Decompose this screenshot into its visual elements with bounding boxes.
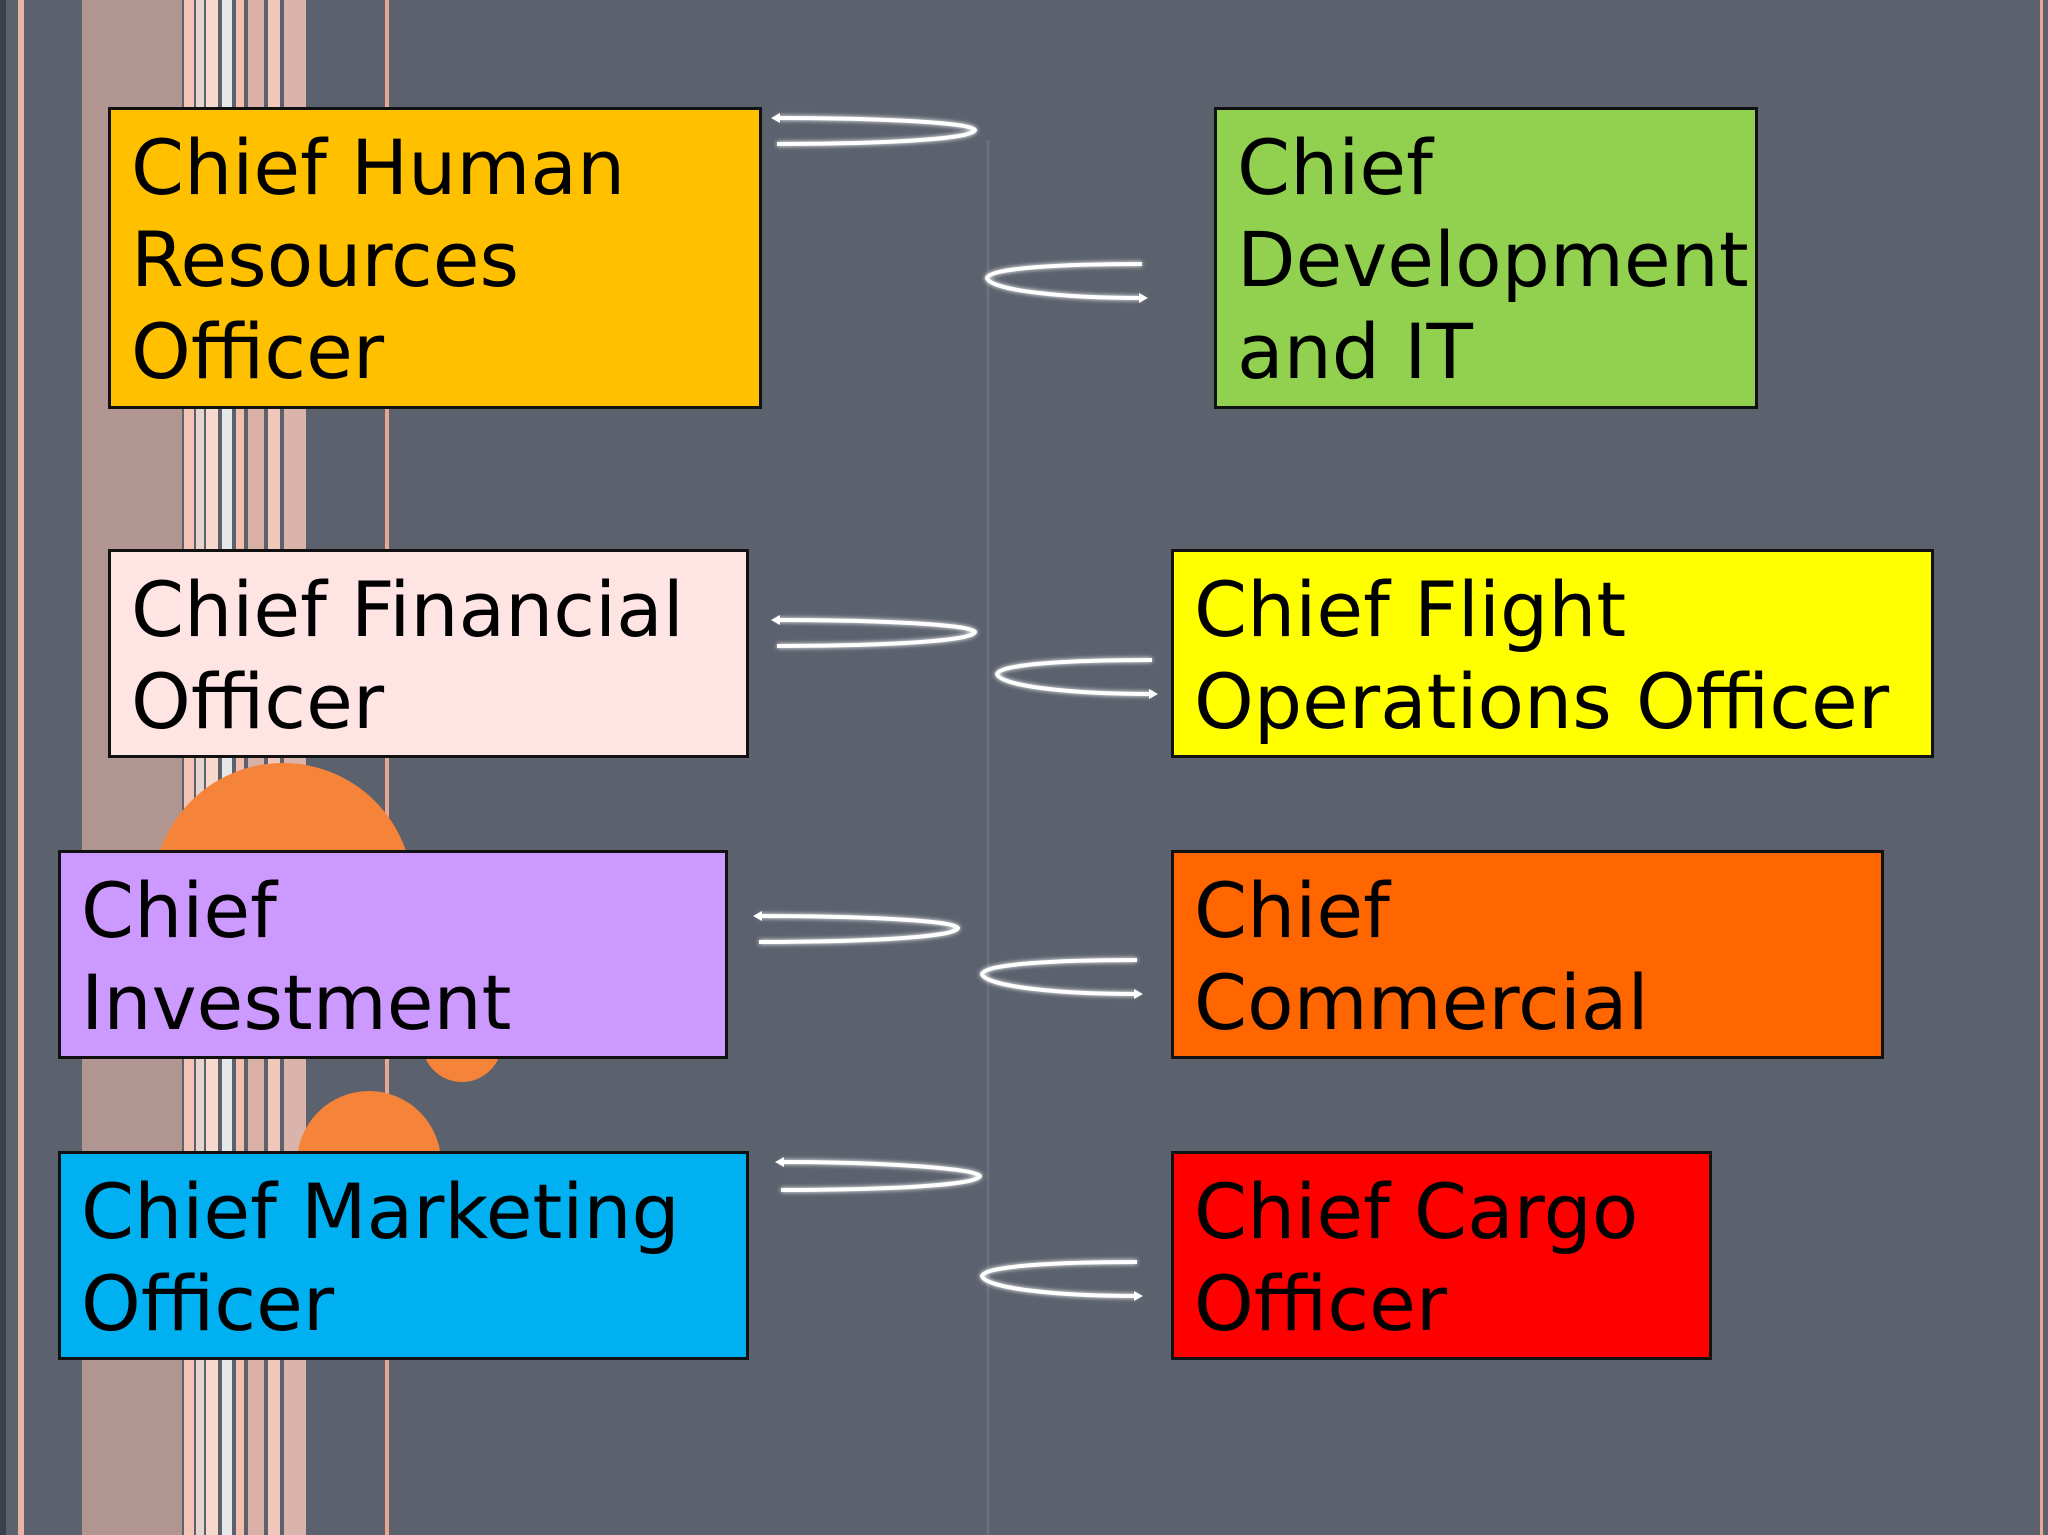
connector-left-3	[759, 916, 958, 942]
connector-left-2	[777, 620, 975, 646]
connector-right-1	[987, 264, 1142, 298]
connector-left-4	[781, 1162, 980, 1190]
box-label: Chief Human Resources Officer	[131, 122, 739, 398]
box-chief-development-and-it-officer: Chief Development and IT Officer:	[1214, 107, 1758, 409]
box-chief-cargo-officer: Chief Cargo Officer	[1171, 1151, 1712, 1360]
box-label: Chief Flight Operations Officer	[1194, 564, 1911, 748]
box-chief-commercial-officer: Chief Commercial Officer	[1171, 850, 1884, 1059]
arrowhead-left-2	[771, 615, 780, 625]
box-chief-flight-operations-officer: Chief Flight Operations Officer	[1171, 549, 1934, 758]
box-chief-marketing-officer: Chief Marketing Officer	[58, 1151, 749, 1360]
arrowhead-right-3	[1134, 989, 1143, 999]
box-label: Chief Commercial Officer	[1194, 865, 1861, 1059]
arrowhead-right-2	[1149, 689, 1158, 699]
arrowhead-left-4	[775, 1157, 784, 1167]
box-chief-investment-officer: Chief Investment Officer	[58, 850, 728, 1059]
box-label: Chief Cargo Officer	[1194, 1166, 1689, 1350]
arrowhead-right-1	[1139, 293, 1148, 303]
box-chief-human-resources-officer: Chief Human Resources Officer	[108, 107, 762, 409]
connector-right-3	[982, 960, 1137, 994]
box-label: Chief Development and IT Officer:	[1237, 122, 1735, 409]
box-chief-financial-officer: Chief Financial Officer	[108, 549, 749, 758]
box-label: Chief Financial Officer	[131, 564, 726, 748]
connector-right-4	[982, 1262, 1137, 1296]
arrowhead-right-4	[1134, 1291, 1143, 1301]
arrowhead-left-3	[753, 911, 762, 921]
box-label: Chief Marketing Officer	[81, 1166, 726, 1350]
connector-left-1	[777, 118, 975, 144]
arrowhead-left-1	[771, 113, 780, 123]
box-label: Chief Investment Officer	[81, 865, 705, 1059]
connector-right-2	[997, 660, 1152, 694]
